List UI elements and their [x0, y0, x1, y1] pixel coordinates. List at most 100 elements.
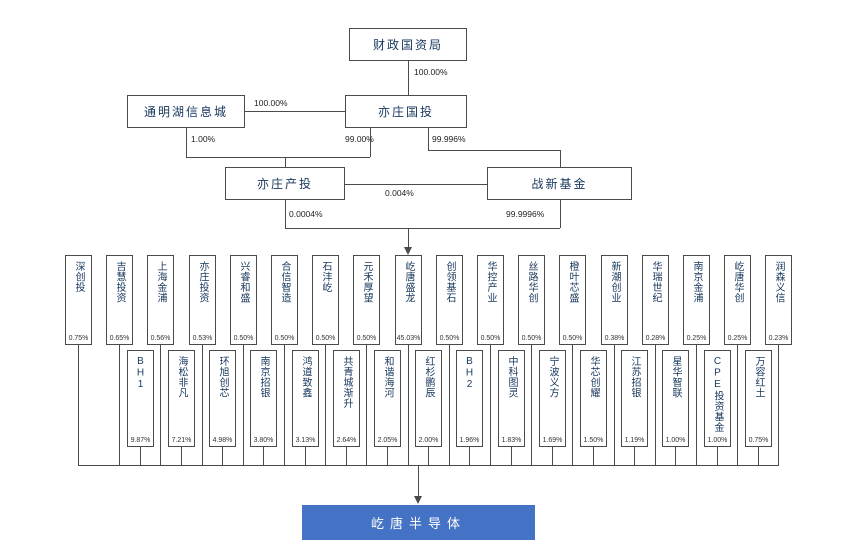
- connector-line: [263, 447, 264, 465]
- shareholder-pct: 1.69%: [542, 437, 563, 444]
- shareholder-name: 合信智造: [279, 261, 290, 303]
- connector-line: [511, 447, 512, 465]
- shareholder-pct: 2.05%: [377, 437, 398, 444]
- connector-line: [737, 345, 738, 465]
- shareholder-pct: 0.75%: [748, 437, 769, 444]
- connector-line: [418, 465, 419, 498]
- shareholder-pct: 1.00%: [665, 437, 686, 444]
- connector-line: [370, 128, 371, 157]
- connector-line: [387, 447, 388, 465]
- shareholder-box: 红杉鹏辰 2.00%: [415, 350, 442, 447]
- shareholder-name: 丝路华创: [526, 261, 537, 303]
- node-tongminghu-info-city: 通明湖信息城: [127, 95, 245, 128]
- shareholder-box: 兴睿和盛 0.50%: [230, 255, 257, 345]
- connector-line: [119, 345, 120, 465]
- connector-line: [285, 228, 560, 229]
- pct-label-bureau-guotou: 100.00%: [414, 67, 448, 77]
- node-yitang-semiconductor: 屹唐半导体: [302, 505, 535, 540]
- pct-label-guotou-chantou: 99.00%: [345, 134, 374, 144]
- shareholder-pct: 0.50%: [233, 335, 254, 342]
- shareholder-name: 宁波义方: [547, 356, 558, 398]
- shareholder-pct: 4.98%: [212, 437, 233, 444]
- shareholder-pct: 1.96%: [459, 437, 480, 444]
- shareholder-box: 环旭创芯 4.98%: [209, 350, 236, 447]
- shareholder-name: 红杉鹏辰: [423, 356, 434, 398]
- pct-label-chantou-down: 0.0004%: [289, 209, 323, 219]
- shareholder-name: 橙叶芯盛: [567, 261, 578, 303]
- shareholder-pct: 0.50%: [562, 335, 583, 342]
- shareholder-name: 环旭创芯: [217, 356, 228, 398]
- pct-label-guotou-zhanxin: 99.996%: [432, 134, 466, 144]
- connector-line: [78, 345, 79, 465]
- connector-line: [285, 157, 286, 167]
- shareholder-pct: 0.38%: [604, 335, 625, 342]
- connector-line: [449, 345, 450, 465]
- shareholder-name: 创领基石: [444, 261, 455, 303]
- shareholder-name: 华控产业: [485, 261, 496, 303]
- connector-line: [655, 345, 656, 465]
- shareholder-name: 华瑞世纪: [650, 261, 661, 303]
- shareholder-name: 南京招银: [258, 356, 269, 398]
- connector-line: [717, 447, 718, 465]
- connector-line: [408, 228, 409, 250]
- connector-line: [778, 345, 779, 465]
- shareholder-pct: 0.50%: [439, 335, 460, 342]
- connector-line: [675, 447, 676, 465]
- shareholder-name: 兴睿和盛: [238, 261, 249, 303]
- pct-label-tongminghu-chantou: 1.00%: [191, 134, 216, 144]
- shareholder-pct: 0.50%: [315, 335, 336, 342]
- shareholder-name: 南京金浦: [691, 261, 702, 303]
- connector-line: [284, 345, 285, 465]
- node-yizhuang-chantou: 亦庄产投: [225, 167, 345, 200]
- shareholder-pct: 1.83%: [501, 437, 522, 444]
- connector-line: [346, 447, 347, 465]
- shareholder-pct: 0.23%: [768, 335, 789, 342]
- node-fiscal-bureau: 财政国资局: [349, 28, 467, 61]
- connector-line: [408, 345, 409, 465]
- connector-line: [186, 128, 187, 157]
- connector-line: [560, 150, 561, 167]
- connector-line: [245, 111, 345, 112]
- shareholder-pct: 2.00%: [418, 437, 439, 444]
- shareholder-name: BH2: [464, 356, 475, 391]
- shareholder-name: 万容红土: [753, 356, 764, 398]
- shareholder-name: CPE投资基金: [712, 356, 723, 433]
- connector-line: [160, 345, 161, 465]
- arrow-down-icon: [414, 496, 422, 504]
- connector-line: [181, 447, 182, 465]
- connector-line: [552, 447, 553, 465]
- shareholder-box: 星华智联 1.00%: [662, 350, 689, 447]
- connector-line: [614, 345, 615, 465]
- shareholder-name: 深创投: [73, 261, 84, 293]
- shareholder-name: 元禾厚望: [361, 261, 372, 303]
- bus-line: [78, 465, 779, 466]
- shareholder-pct: 2.64%: [336, 437, 357, 444]
- shareholder-box: 创领基石 0.50%: [436, 255, 463, 345]
- shareholder-box: 润森义信 0.23%: [765, 255, 792, 345]
- shareholder-name: 润森义信: [773, 261, 784, 303]
- shareholder-name: 屹唐华创: [732, 261, 743, 303]
- pct-label-zhanxin-down: 99.9996%: [506, 209, 545, 219]
- shareholder-pct: 7.21%: [171, 437, 192, 444]
- shareholder-box: 元禾厚望 0.50%: [353, 255, 380, 345]
- shareholder-pct: 0.25%: [727, 335, 748, 342]
- connector-line: [140, 447, 141, 465]
- shareholder-pct: 0.50%: [356, 335, 377, 342]
- shareholder-name: 华芯创耀: [588, 356, 599, 398]
- shareholder-name: 星华智联: [670, 356, 681, 398]
- shareholder-pct: 0.50%: [274, 335, 295, 342]
- shareholder-name: 屹唐盛龙: [403, 261, 414, 303]
- connector-line: [758, 447, 759, 465]
